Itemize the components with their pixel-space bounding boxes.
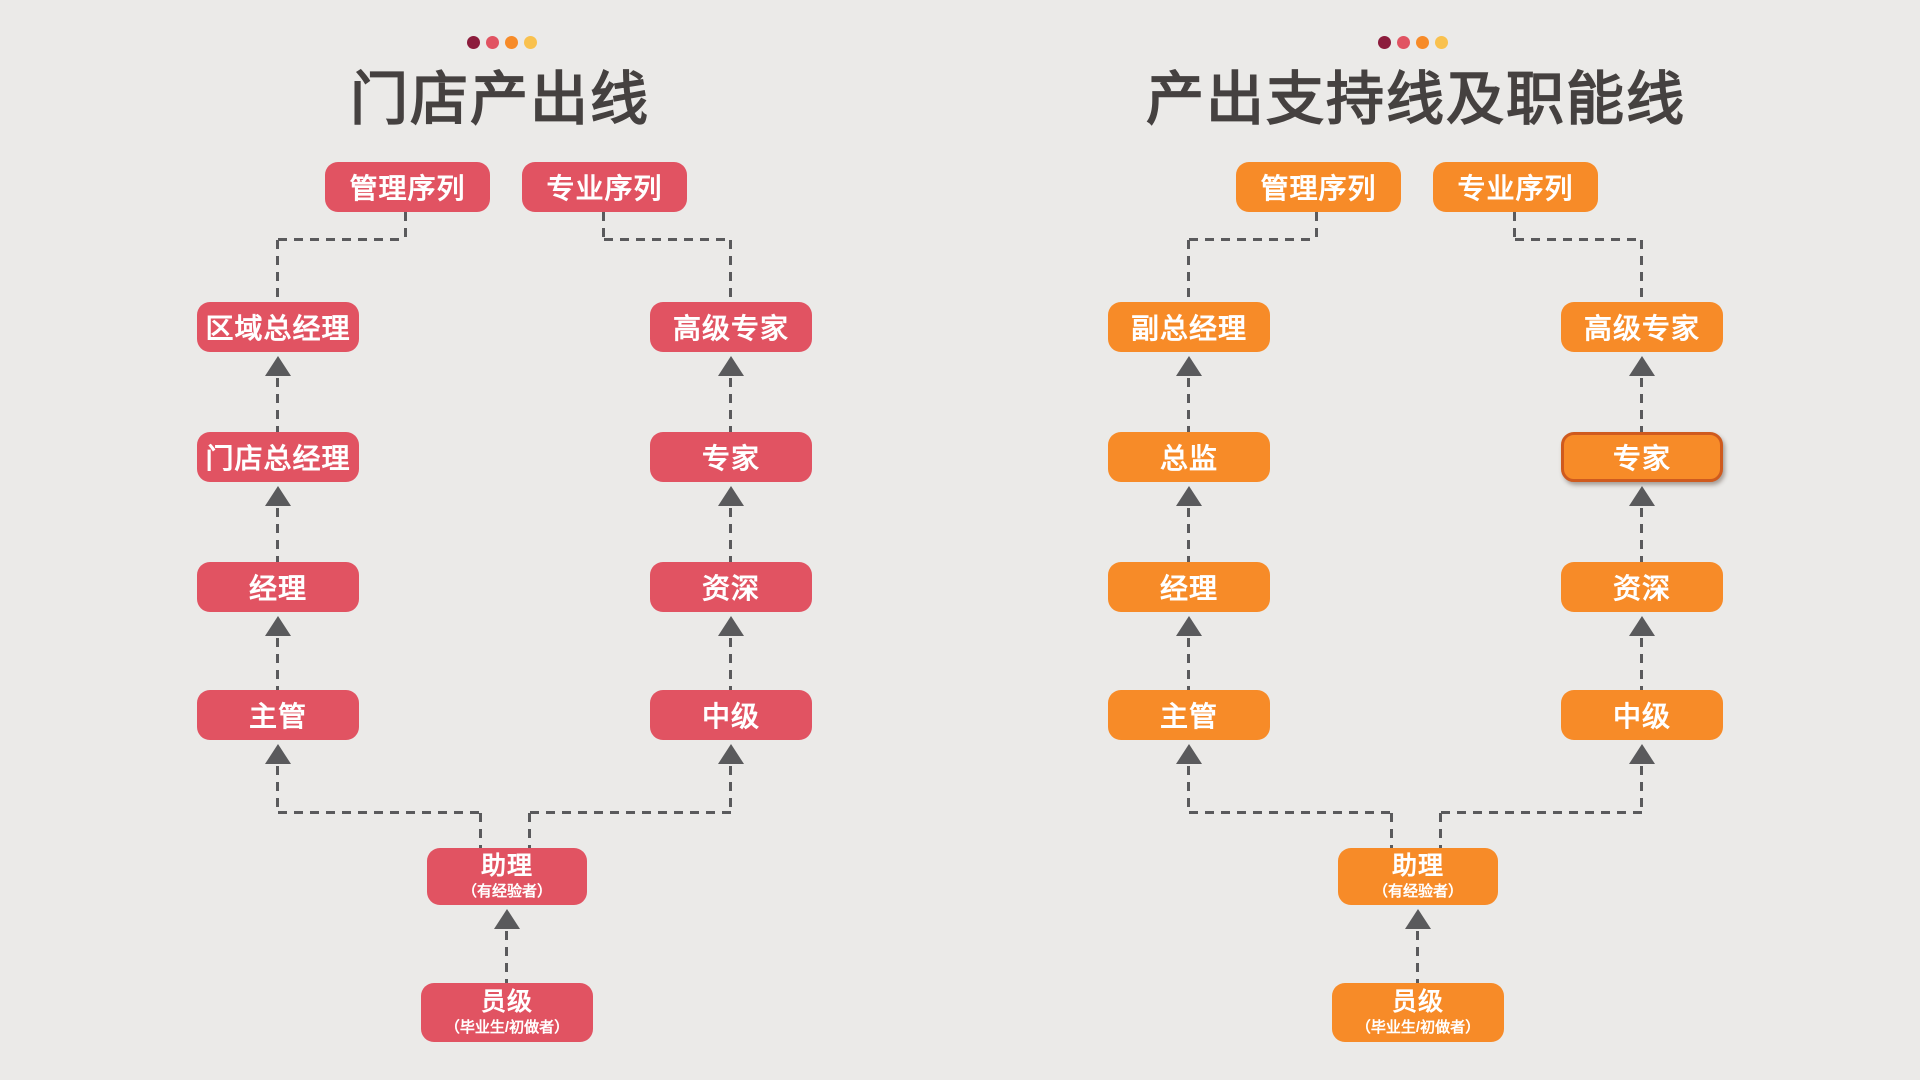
connector-line xyxy=(1189,811,1393,814)
level-box: 经理 xyxy=(1108,562,1270,612)
connector-line xyxy=(1315,212,1318,240)
arrow-up-icon xyxy=(265,356,291,376)
arrow-up-icon xyxy=(718,356,744,376)
connector-line xyxy=(479,813,482,848)
level-label: 助理 xyxy=(480,852,533,880)
connector-line xyxy=(1515,238,1643,241)
level-box: 主管 xyxy=(1108,690,1270,740)
connector-line xyxy=(1513,212,1516,240)
sequence-header-professional: 专业序列 xyxy=(1433,162,1598,212)
level-note: （毕业生/初做者） xyxy=(444,1019,570,1036)
level-box-staff: 员级 （毕业生/初做者） xyxy=(1332,983,1504,1042)
sequence-header-management: 管理序列 xyxy=(325,162,490,212)
arrow-up-icon xyxy=(265,616,291,636)
connector-line xyxy=(276,638,279,690)
connector-line xyxy=(729,508,732,562)
decoration-dot-icon xyxy=(1416,36,1429,49)
connector-line xyxy=(1640,508,1643,562)
level-box-assistant: 助理 （有经验者） xyxy=(427,848,587,905)
connector-line xyxy=(1189,238,1317,241)
connector-line xyxy=(505,931,508,983)
decoration-dot-icon xyxy=(1435,36,1448,49)
connector-line xyxy=(729,766,732,813)
arrow-up-icon xyxy=(1629,356,1655,376)
connector-line xyxy=(1187,638,1190,690)
connector-line xyxy=(1640,378,1643,432)
connector-line xyxy=(278,811,482,814)
level-box: 区域总经理 xyxy=(197,302,359,352)
sequence-header-professional: 专业序列 xyxy=(522,162,687,212)
level-box: 经理 xyxy=(197,562,359,612)
level-box: 门店总经理 xyxy=(197,432,359,482)
arrow-up-icon xyxy=(494,909,520,929)
connector-line xyxy=(278,238,406,241)
connector-line xyxy=(1441,811,1642,814)
connector-line xyxy=(530,811,731,814)
connector-line xyxy=(276,240,279,302)
arrow-up-icon xyxy=(718,486,744,506)
level-box: 中级 xyxy=(650,690,812,740)
connector-line xyxy=(602,212,605,240)
arrow-up-icon xyxy=(718,616,744,636)
level-box-assistant: 助理 （有经验者） xyxy=(1338,848,1498,905)
connector-line xyxy=(276,766,279,813)
connector-line xyxy=(729,378,732,432)
level-box-staff: 员级 （毕业生/初做者） xyxy=(421,983,593,1042)
connector-line xyxy=(276,508,279,562)
level-note: （毕业生/初做者） xyxy=(1355,1019,1481,1036)
level-box-highlighted: 专家 xyxy=(1561,432,1723,482)
connector-line xyxy=(1640,638,1643,690)
connector-line xyxy=(1187,240,1190,302)
connector-line xyxy=(1439,813,1442,848)
arrow-up-icon xyxy=(718,744,744,764)
level-box: 专家 xyxy=(650,432,812,482)
connector-line xyxy=(1640,240,1643,302)
level-label: 员级 xyxy=(480,988,533,1016)
level-box: 高级专家 xyxy=(650,302,812,352)
connector-line xyxy=(729,638,732,690)
level-note: （有经验者） xyxy=(1372,883,1463,900)
connector-line xyxy=(1187,378,1190,432)
level-label: 助理 xyxy=(1391,852,1444,880)
connector-line xyxy=(604,238,732,241)
level-label: 员级 xyxy=(1391,988,1444,1016)
level-box: 副总经理 xyxy=(1108,302,1270,352)
connector-line xyxy=(1390,813,1393,848)
decoration-dot-icon xyxy=(1397,36,1410,49)
connector-line xyxy=(729,240,732,302)
connector-line xyxy=(276,378,279,432)
arrow-up-icon xyxy=(1176,356,1202,376)
level-box: 资深 xyxy=(1561,562,1723,612)
arrow-up-icon xyxy=(1176,616,1202,636)
decoration-dot-icon xyxy=(486,36,499,49)
decoration-dot-icon xyxy=(1378,36,1391,49)
level-note: （有经验者） xyxy=(461,883,552,900)
arrow-up-icon xyxy=(1176,486,1202,506)
connector-line xyxy=(1187,508,1190,562)
decoration-dot-icon xyxy=(467,36,480,49)
arrow-up-icon xyxy=(265,744,291,764)
level-box: 总监 xyxy=(1108,432,1270,482)
sequence-header-management: 管理序列 xyxy=(1236,162,1401,212)
connector-line xyxy=(404,212,407,240)
arrow-up-icon xyxy=(1176,744,1202,764)
level-box: 主管 xyxy=(197,690,359,740)
connector-line xyxy=(1416,931,1419,983)
level-box: 资深 xyxy=(650,562,812,612)
connector-line xyxy=(1640,766,1643,813)
diagram-title-support-function: 产出支持线及职能线 xyxy=(1145,67,1687,132)
decoration-dot-icon xyxy=(524,36,537,49)
arrow-up-icon xyxy=(1629,616,1655,636)
arrow-up-icon xyxy=(1629,486,1655,506)
level-box: 中级 xyxy=(1561,690,1723,740)
connector-line xyxy=(1187,766,1190,813)
diagram-title-store-output: 门店产出线 xyxy=(349,67,651,132)
arrow-up-icon xyxy=(265,486,291,506)
arrow-up-icon xyxy=(1629,744,1655,764)
level-box: 高级专家 xyxy=(1561,302,1723,352)
decoration-dot-icon xyxy=(505,36,518,49)
arrow-up-icon xyxy=(1405,909,1431,929)
connector-line xyxy=(528,813,531,848)
